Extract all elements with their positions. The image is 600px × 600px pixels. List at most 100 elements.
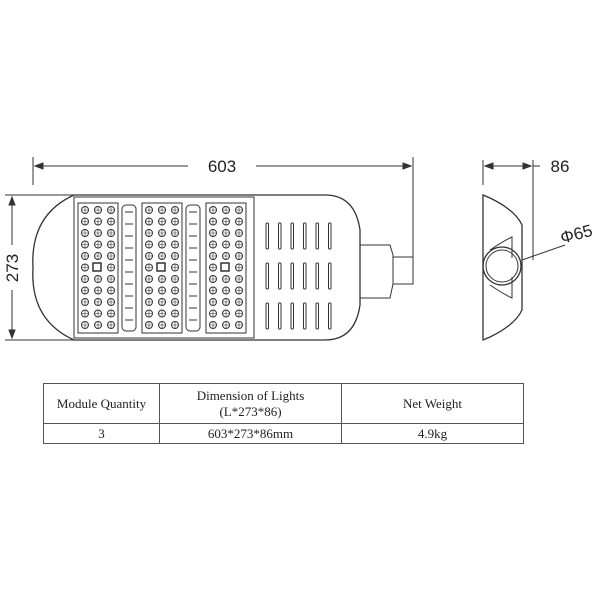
led-icon bbox=[145, 229, 153, 237]
led-icon bbox=[94, 240, 102, 249]
led-icon bbox=[158, 275, 166, 283]
table-header-row: Module Quantity Dimension of Lights(L*27… bbox=[43, 383, 524, 424]
specification-table: Module Quantity Dimension of Lights(L*27… bbox=[43, 383, 524, 444]
led-icon bbox=[171, 298, 179, 306]
led-icon bbox=[107, 206, 115, 214]
led-icon bbox=[209, 240, 217, 249]
vent-slot bbox=[265, 222, 269, 250]
vent-slot bbox=[278, 262, 282, 290]
lens-strip bbox=[121, 204, 137, 332]
led-icon bbox=[158, 240, 166, 249]
led-icon bbox=[81, 321, 89, 329]
header-module-quantity: Module Quantity bbox=[43, 383, 160, 424]
led-icon bbox=[222, 206, 230, 214]
led-icon bbox=[235, 275, 243, 283]
led-icon bbox=[145, 217, 153, 226]
led-icon bbox=[158, 321, 166, 329]
vent-slot bbox=[278, 222, 282, 250]
led-icon bbox=[222, 321, 230, 329]
led-icon bbox=[94, 298, 102, 306]
led-module bbox=[141, 202, 183, 334]
led-icon bbox=[81, 298, 89, 306]
led-icon bbox=[81, 229, 89, 237]
led-icon bbox=[235, 217, 243, 226]
vent-slot bbox=[303, 302, 307, 330]
led-icon bbox=[209, 286, 217, 295]
led-icon bbox=[235, 252, 243, 260]
led-icon bbox=[209, 321, 217, 329]
led-icon bbox=[222, 252, 230, 260]
led-icon bbox=[107, 309, 115, 318]
vent-slot bbox=[315, 262, 319, 290]
led-icon bbox=[107, 252, 115, 260]
led-icon bbox=[81, 217, 89, 226]
led-icon bbox=[107, 240, 115, 249]
led-icon bbox=[222, 217, 230, 226]
led-icon bbox=[235, 206, 243, 214]
led-icon bbox=[235, 298, 243, 306]
led-icon bbox=[107, 263, 115, 272]
vent-slot bbox=[290, 262, 294, 290]
led-icon bbox=[209, 217, 217, 226]
led-icon bbox=[235, 286, 243, 295]
height-label: 273 bbox=[3, 254, 22, 282]
led-icon bbox=[235, 229, 243, 237]
vent-slot bbox=[328, 262, 332, 290]
led-icon bbox=[171, 286, 179, 295]
vent-slot bbox=[265, 302, 269, 330]
led-icon bbox=[171, 252, 179, 260]
led-icon bbox=[145, 286, 153, 295]
led-icon bbox=[171, 206, 179, 214]
vent-slot bbox=[315, 222, 319, 250]
led-icon bbox=[209, 309, 217, 318]
vent-slot bbox=[303, 222, 307, 250]
vent-slot bbox=[265, 262, 269, 290]
led-icon bbox=[145, 240, 153, 249]
led-icon bbox=[171, 321, 179, 329]
depth-label: 86 bbox=[551, 157, 570, 176]
lamp-top-view bbox=[32, 194, 414, 341]
led-icon bbox=[81, 309, 89, 318]
led-icon bbox=[235, 321, 243, 329]
vent-slot bbox=[303, 262, 307, 290]
led-icon bbox=[235, 309, 243, 318]
led-icon bbox=[171, 217, 179, 226]
led-icon bbox=[171, 309, 179, 318]
table-row: 3 603*273*86mm 4.9kg bbox=[43, 423, 524, 444]
led-icon bbox=[81, 286, 89, 295]
led-icon bbox=[209, 229, 217, 237]
lens-strip bbox=[185, 204, 201, 332]
led-icon bbox=[158, 286, 166, 295]
led-icon bbox=[209, 263, 217, 272]
led-icon bbox=[158, 206, 166, 214]
led-icon bbox=[209, 298, 217, 306]
led-icon bbox=[145, 275, 153, 283]
length-label: 603 bbox=[208, 157, 236, 176]
led-icon bbox=[145, 309, 153, 318]
led-icon bbox=[235, 240, 243, 249]
led-icon bbox=[222, 240, 230, 249]
led-icon bbox=[94, 321, 102, 329]
height-dimension: 273 bbox=[3, 194, 75, 341]
led-icon bbox=[107, 286, 115, 295]
led-icon bbox=[222, 298, 230, 306]
led-icon bbox=[107, 229, 115, 237]
led-icon bbox=[209, 206, 217, 214]
led-module bbox=[205, 202, 247, 334]
lamp-side-view: 86 Φ65 bbox=[482, 157, 595, 341]
vent-slot bbox=[328, 302, 332, 330]
led-icon bbox=[209, 252, 217, 260]
cell-module-quantity: 3 bbox=[43, 423, 160, 444]
diameter-label: Φ65 bbox=[558, 221, 594, 248]
length-dimension: 603 bbox=[32, 157, 414, 265]
led-icon bbox=[171, 263, 179, 272]
vent-slot bbox=[315, 302, 319, 330]
cell-net-weight: 4.9kg bbox=[341, 423, 524, 444]
led-icon bbox=[81, 252, 89, 260]
led-icon bbox=[158, 298, 166, 306]
vent-slot bbox=[290, 222, 294, 250]
led-icon bbox=[222, 229, 230, 237]
led-icon bbox=[222, 309, 230, 318]
led-icon bbox=[94, 275, 102, 283]
